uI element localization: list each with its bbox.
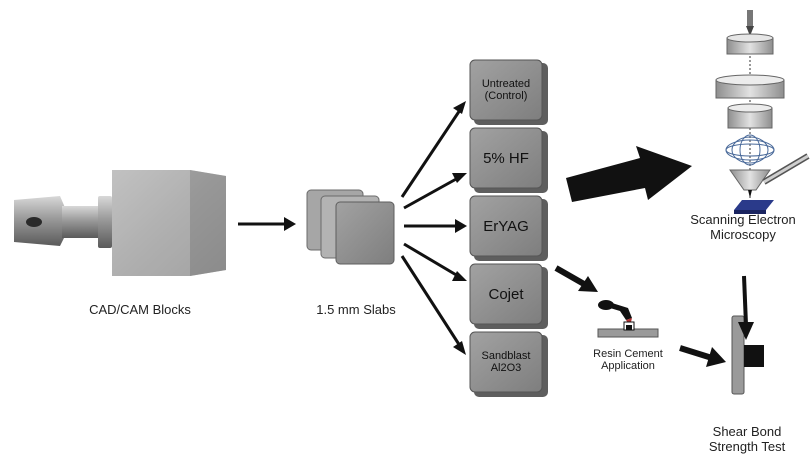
label-shear-bond: Shear Bond Strength Test: [708, 424, 786, 454]
shear-bond-illustration: [731, 275, 764, 395]
label-resin-cement: Resin Cement Application: [593, 348, 663, 372]
arrow-to-cojet: [403, 242, 467, 281]
treatment-label-cojet: Cojet: [488, 285, 524, 303]
holder-flange: [98, 196, 112, 248]
treatment-label-hf: 5% HF: [483, 149, 529, 167]
cadcam-block-illustration: [14, 170, 226, 276]
arrow-to-untreated: [400, 101, 466, 198]
arrow-to-sem: [566, 146, 692, 202]
arrow-to-shear: [679, 345, 726, 367]
treatment-boxes: [469, 59, 548, 397]
treatment-label-untreated: Untreated (Control): [481, 78, 531, 102]
arrow-to-sandblast: [400, 255, 466, 355]
treatment-label-eryag: ErYAG: [483, 217, 529, 235]
label-slabs: 1.5 mm Slabs: [316, 302, 396, 317]
label-sem: Scanning Electron Microscopy: [690, 212, 796, 242]
slabs-illustration: [306, 189, 395, 265]
treatment-arrows: [400, 101, 467, 355]
sem-illustration: [715, 10, 810, 214]
label-cadcam-blocks: CAD/CAM Blocks: [89, 302, 191, 317]
box-hf: [469, 127, 548, 193]
syringe-bulb: [598, 300, 614, 310]
holder-shaft: [62, 206, 102, 238]
treatment-label-sandblast: Sandblast Al2O3: [481, 350, 531, 374]
shear-blade: [738, 322, 754, 340]
arrow-to-hf: [403, 173, 467, 210]
box-eryag: [469, 195, 548, 261]
box-untreated: [469, 59, 548, 125]
arrow-to-resin: [554, 265, 598, 292]
cement-cylinder: [744, 345, 764, 367]
resin-cement-illustration: [597, 300, 659, 338]
box-cojet: [469, 263, 548, 329]
box-sandblast: [469, 331, 548, 397]
arrow-to-eryag: [404, 219, 467, 233]
arrow-blocks-to-slabs: [238, 217, 296, 231]
sem-coil: [725, 134, 775, 166]
